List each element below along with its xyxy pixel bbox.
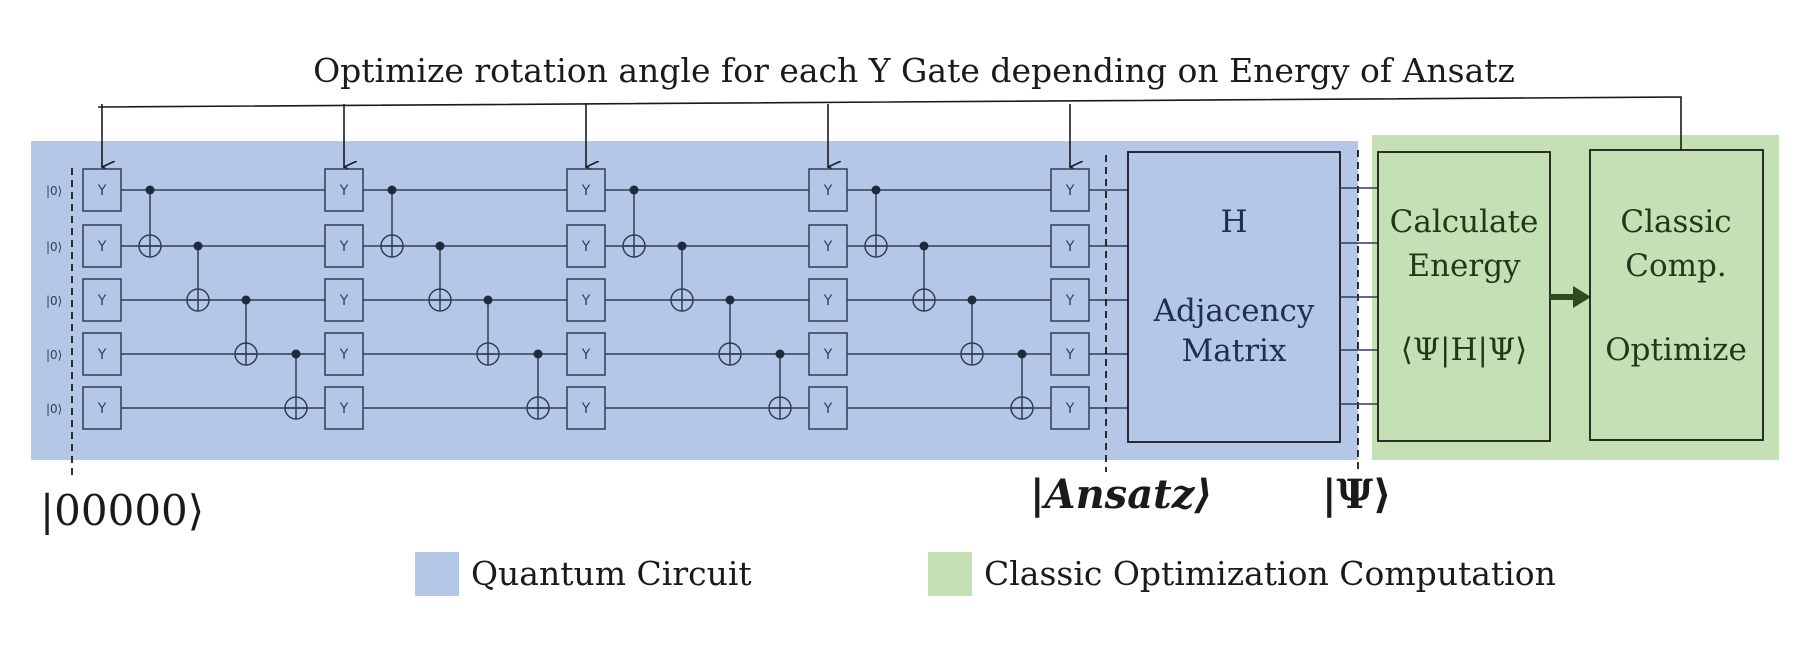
energy-expectation: ⟨Ψ|H|Ψ⟩	[1401, 332, 1527, 368]
y-gate	[324, 332, 364, 376]
state-connectors	[1340, 187, 1378, 405]
feedback-line	[97, 96, 1682, 150]
hamiltonian-symbol: H	[1220, 204, 1247, 240]
diagram-title: Optimize rotation angle for each Y Gate …	[313, 51, 1515, 90]
y-gate	[324, 386, 364, 430]
y-gate	[808, 386, 848, 430]
qubit-label: |0⟩	[46, 294, 62, 308]
cnot-control	[483, 295, 493, 305]
qubit-label: |0⟩	[46, 348, 62, 362]
cnot-control	[871, 185, 881, 195]
y-gate-label: Y	[823, 401, 833, 417]
legend-classic-label: Classic Optimization Computation	[984, 554, 1556, 593]
cnot-control	[725, 295, 735, 305]
cnot-control	[387, 185, 397, 195]
cnot-control	[967, 295, 977, 305]
y-gate-label: Y	[97, 401, 107, 417]
qubit-label: |0⟩	[46, 240, 62, 254]
y-gate	[82, 278, 122, 322]
cnot-control	[1017, 349, 1027, 359]
classic-line1: Classic	[1620, 204, 1731, 240]
y-gate-label: Y	[97, 293, 107, 309]
y-gate	[566, 332, 606, 376]
y-gate	[324, 224, 364, 268]
cnot-control	[533, 349, 543, 359]
y-gate	[82, 168, 122, 212]
y-gate-label: Y	[1065, 183, 1075, 199]
y-gate	[808, 224, 848, 268]
y-gate	[324, 168, 364, 212]
y-gate-label: Y	[97, 347, 107, 363]
y-gate	[324, 278, 364, 322]
y-gate-label: Y	[339, 183, 349, 199]
y-gate-label: Y	[823, 239, 833, 255]
legend: Quantum Circuit Classic Optimization Com…	[415, 552, 1556, 596]
cnot-control	[291, 349, 301, 359]
y-gate-label: Y	[339, 401, 349, 417]
y-gate	[1050, 278, 1090, 322]
qubit-label: |0⟩	[46, 184, 62, 198]
classic-line3: Optimize	[1605, 332, 1747, 368]
energy-line1: Calculate	[1390, 204, 1539, 240]
y-gate	[82, 386, 122, 430]
y-gate-label: Y	[339, 239, 349, 255]
y-gate	[566, 168, 606, 212]
classic-optimizer-box: Classic Comp. Optimize	[1589, 149, 1764, 441]
y-gate-label: Y	[823, 183, 833, 199]
y-gate-label: Y	[97, 239, 107, 255]
hamiltonian-line3: Matrix	[1182, 333, 1287, 369]
y-gate-label: Y	[339, 347, 349, 363]
y-gate-label: Y	[581, 401, 591, 417]
y-gate-label: Y	[97, 183, 107, 199]
cnot-control	[241, 295, 251, 305]
y-gate	[82, 224, 122, 268]
y-gate	[1050, 168, 1090, 212]
legend-quantum-swatch	[415, 552, 459, 596]
qubit-labels: |0⟩ |0⟩ |0⟩ |0⟩ |0⟩	[46, 184, 62, 416]
y-gate-label: Y	[581, 347, 591, 363]
y-gate-label: Y	[1065, 239, 1075, 255]
y-gate	[808, 278, 848, 322]
cnot-control	[677, 241, 687, 251]
cnot-control	[629, 185, 639, 195]
y-gate	[566, 224, 606, 268]
y-gate-label: Y	[581, 183, 591, 199]
energy-to-optimizer-arrow	[1550, 286, 1591, 308]
qubit-wires	[98, 189, 1128, 409]
y-gate	[808, 332, 848, 376]
cnot-control	[435, 241, 445, 251]
circuit-gates: Y Y Y Y Y Y Y Y Y Y Y Y Y Y Y Y Y Y Y Y Y Y Y Y Y	[82, 104, 1090, 430]
classic-line2: Comp.	[1625, 248, 1726, 284]
cnot-control	[193, 241, 203, 251]
y-gate	[82, 332, 122, 376]
ansatz-state-label: |Ansatz⟩	[1030, 471, 1213, 518]
energy-line2: Energy	[1407, 248, 1521, 284]
legend-classic-swatch	[928, 552, 972, 596]
energy-box: Calculate Energy ⟨Ψ|H|Ψ⟩	[1377, 151, 1551, 442]
psi-state-label: |Ψ⟩	[1322, 471, 1391, 518]
hamiltonian-line2: Adjacency	[1153, 293, 1315, 329]
cnot-control	[775, 349, 785, 359]
hamiltonian-box: H Adjacency Matrix	[1127, 151, 1341, 443]
y-gate	[1050, 224, 1090, 268]
y-gate-label: Y	[581, 293, 591, 309]
cnot-control	[145, 185, 155, 195]
y-gate-label: Y	[1065, 347, 1075, 363]
y-gate-label: Y	[1065, 401, 1075, 417]
y-gate-label: Y	[823, 347, 833, 363]
y-gate	[1050, 386, 1090, 430]
y-gate	[566, 386, 606, 430]
y-gate	[808, 168, 848, 212]
y-gate-label: Y	[1065, 293, 1075, 309]
y-gate	[1050, 332, 1090, 376]
legend-quantum-label: Quantum Circuit	[471, 554, 752, 593]
initial-state-label: |00000⟩	[40, 486, 204, 535]
y-gate	[566, 278, 606, 322]
y-gate-label: Y	[339, 293, 349, 309]
y-gate-label: Y	[581, 239, 591, 255]
y-gate-label: Y	[823, 293, 833, 309]
cnot-control	[919, 241, 929, 251]
qubit-label: |0⟩	[46, 402, 62, 416]
